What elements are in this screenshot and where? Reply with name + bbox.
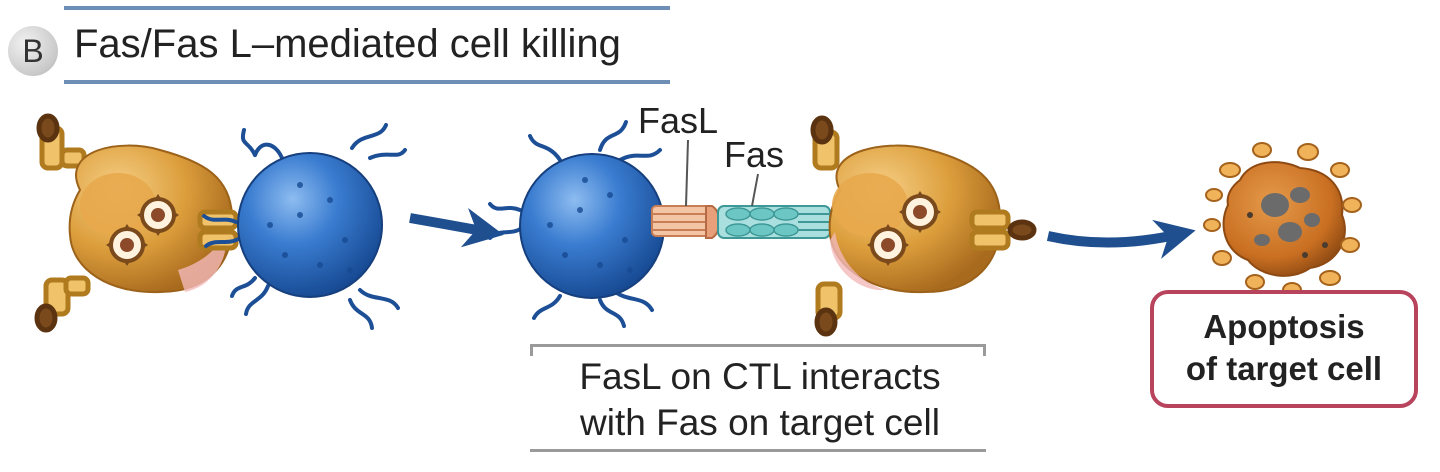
- outcome-text: Apoptosis of target cell: [1150, 306, 1418, 390]
- mhc-receptor-icon: [34, 275, 91, 333]
- mhc-receptor-icon: [36, 113, 87, 171]
- outcome-line-1: Apoptosis: [1203, 308, 1365, 345]
- virus-particle-icon: [899, 191, 941, 233]
- fas-leader-line: [751, 173, 759, 207]
- virus-particle-icon: [867, 224, 909, 266]
- target-cell-right: [810, 115, 1037, 337]
- fasl-label: FasL: [638, 100, 719, 141]
- title-frame: [64, 6, 670, 84]
- panel-letter-badge: B: [8, 26, 58, 76]
- caption-frame: [530, 344, 986, 452]
- mhc-receptor-icon: [810, 115, 840, 171]
- arrow-right-icon: [409, 207, 504, 248]
- virus-particle-icon: [106, 224, 148, 266]
- fas-label: Fas: [724, 134, 785, 175]
- caption-line-1: FasL on CTL interacts: [579, 356, 941, 397]
- ctl-cell-middle: [488, 120, 665, 328]
- diagram-title: Fas/Fas L–mediated cell killing: [74, 22, 621, 66]
- fas-receptor: [717, 205, 831, 239]
- mhc-receptor-icon: [814, 281, 843, 337]
- arrow-right-icon: [1046, 219, 1196, 259]
- fasl-ligand: [651, 205, 721, 239]
- caption-line-2: with Fas on target cell: [580, 402, 940, 443]
- ctl-cell-left: [202, 123, 407, 330]
- outcome-box: [1150, 290, 1418, 408]
- fasl-leader-line: [685, 139, 689, 207]
- apoptotic-cell: [1203, 142, 1362, 298]
- mhc-receptor-icon: [969, 209, 1037, 251]
- caption-text: FasL on CTL interacts with Fas on target…: [540, 354, 980, 446]
- outcome-line-2: of target cell: [1185, 350, 1383, 387]
- virus-particle-icon: [137, 194, 179, 236]
- target-cell-left: [34, 113, 267, 333]
